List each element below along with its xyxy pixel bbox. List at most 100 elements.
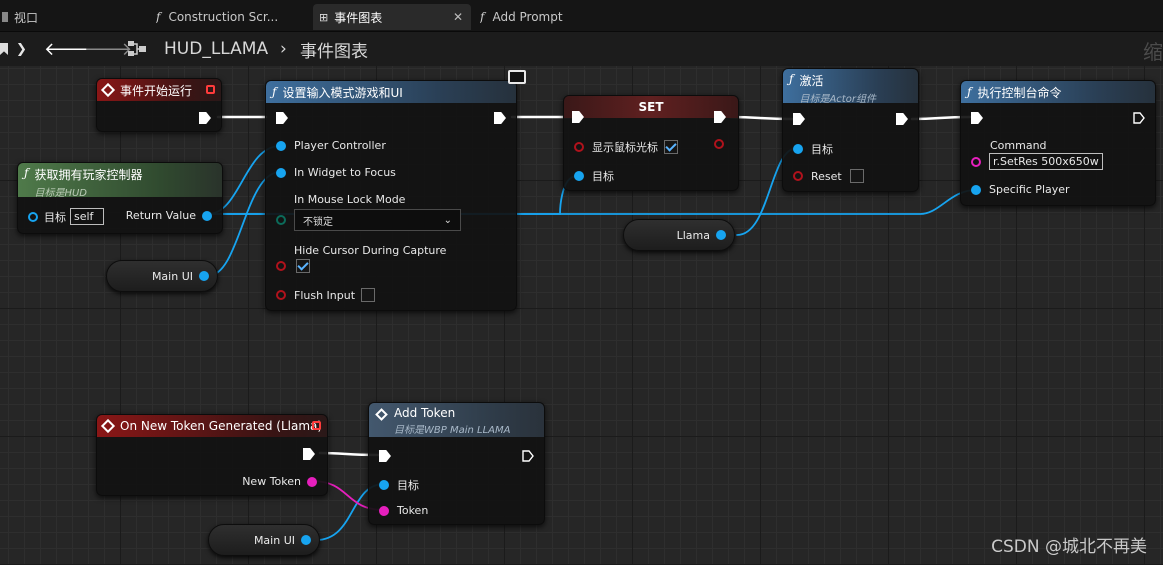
forward-arrow-icon[interactable]: 🡒 — [84, 38, 133, 60]
hide-cursor-label: Hide Cursor During Capture — [294, 244, 447, 257]
node-header: ƒ 执行控制台命令 — [961, 81, 1155, 103]
exec-in-pin[interactable] — [379, 450, 391, 462]
target-self-input[interactable]: self — [70, 208, 104, 225]
breadcrumb-blueprint[interactable]: HUD_LLAMA — [164, 39, 269, 59]
flush-input-pin[interactable]: Flush Input — [276, 288, 376, 302]
in-mouse-lock-mode-pin[interactable]: 不锁定 ⌄ — [276, 209, 461, 231]
function-icon — [375, 408, 388, 421]
back-arrow-icon[interactable]: 🡐 — [44, 38, 93, 60]
function-icon: ƒ — [967, 85, 972, 99]
pin-label: Flush Input — [294, 288, 356, 302]
command-pin[interactable]: r.SetRes 500x650w — [971, 153, 1103, 170]
main-ui-variable-node[interactable]: Main UI — [106, 260, 218, 292]
command-label: Command — [990, 139, 1047, 152]
watermark: CSDN @城北不再美 — [991, 537, 1147, 557]
new-token-pin[interactable]: New Token — [242, 475, 317, 488]
close-icon[interactable]: ✕ — [452, 10, 463, 24]
event-begin-play-node[interactable]: 事件开始运行 — [96, 78, 222, 132]
variable-label: Main UI — [151, 269, 193, 283]
tab-viewport[interactable]: 视口 — [0, 4, 140, 30]
flush-input-checkbox[interactable] — [361, 288, 376, 302]
in-mouse-lock-mode-label: In Mouse Lock Mode — [294, 193, 406, 206]
exec-out-pin[interactable] — [494, 112, 506, 124]
function-icon: ƒ — [272, 85, 277, 99]
node-title: On New Token Generated (Llama) — [120, 419, 323, 433]
show-cursor-checkbox[interactable] — [664, 140, 678, 154]
show-cursor-pin[interactable]: 显示鼠标光标 — [574, 139, 678, 155]
pin-label: 显示鼠标光标 — [592, 141, 658, 154]
bookmark-icon[interactable] — [0, 38, 8, 60]
llama-variable-node[interactable]: Llama — [623, 219, 735, 251]
exec-out-pin[interactable] — [896, 113, 908, 125]
breadcrumb-graph[interactable]: 事件图表 — [300, 41, 368, 62]
tab-construction-script[interactable]: ƒ Construction Scr... — [156, 4, 306, 30]
return-value-pin[interactable]: Return Value — [126, 209, 212, 222]
exec-out-pin[interactable] — [1133, 112, 1145, 124]
mouse-lock-dropdown[interactable]: 不锁定 ⌄ — [294, 209, 461, 231]
node-header: 事件开始运行 — [97, 79, 221, 101]
token-pin[interactable]: Token — [379, 504, 428, 517]
variable-label: Main UI — [253, 533, 295, 547]
variable-output-pin[interactable] — [716, 230, 726, 240]
exec-in-pin[interactable] — [572, 111, 584, 123]
pin-label: New Token — [242, 475, 301, 488]
node-title: 激活 — [799, 74, 824, 88]
node-title: 获取拥有玩家控制器 — [34, 168, 143, 182]
node-subtitle: 目标是HUD — [34, 188, 87, 199]
node-header: ƒ 设置输入模式游戏和UI — [266, 81, 516, 103]
tab-label: Add Prompt — [492, 10, 563, 24]
reset-checkbox[interactable] — [849, 169, 864, 183]
hide-cursor-checkbox[interactable] — [296, 259, 310, 273]
function-icon: ƒ — [156, 10, 161, 24]
exec-out-pin[interactable] — [714, 111, 726, 123]
function-icon: ƒ — [24, 166, 29, 180]
node-header: SET — [564, 96, 738, 118]
delegate-pin-icon[interactable] — [312, 421, 321, 430]
on-new-token-generated-node[interactable]: On New Token Generated (Llama) New Token — [96, 414, 328, 496]
pin-label: Specific Player — [989, 183, 1070, 196]
graph-icon: ⊞ — [319, 10, 329, 24]
exec-out-pin[interactable] — [522, 450, 534, 462]
target-pin[interactable]: 目标 self — [28, 208, 104, 225]
pin-label: 目标 — [811, 143, 833, 156]
set-node[interactable]: SET 显示鼠标光标 目标 — [563, 95, 739, 191]
pin-label: 目标 — [44, 210, 66, 224]
node-header: On New Token Generated (Llama) — [97, 415, 327, 437]
command-input[interactable]: r.SetRes 500x650w — [989, 153, 1103, 170]
player-controller-pin[interactable]: Player Controller — [276, 139, 386, 152]
specific-player-pin[interactable]: Specific Player — [971, 183, 1070, 196]
tab-bar: 视口 ƒ Construction Scr... ⊞ 事件图表 ✕ ƒ Add … — [0, 0, 1163, 32]
reset-pin[interactable]: Reset — [793, 169, 864, 183]
main-ui-variable-node-2[interactable]: Main UI — [208, 524, 320, 556]
exec-in-pin[interactable] — [276, 112, 288, 124]
pin-label: Player Controller — [294, 139, 386, 152]
activate-node[interactable]: ƒ 激活 目标是Actor组件 目标 Reset — [782, 68, 919, 192]
set-input-mode-node[interactable]: ƒ 设置输入模式游戏和UI Player Controller In Widge… — [265, 80, 517, 311]
variable-output-pin[interactable] — [301, 535, 311, 545]
hide-cursor-pin[interactable] — [276, 259, 310, 273]
target-pin[interactable]: 目标 — [793, 141, 833, 157]
tab-add-prompt[interactable]: ƒ Add Prompt — [480, 4, 640, 30]
target-pin[interactable]: 目标 — [574, 168, 614, 184]
monitor-icon — [508, 70, 526, 84]
add-token-node[interactable]: Add Token 目标是WBP Main LLAMA 目标 Token — [368, 402, 545, 525]
target-pin[interactable]: 目标 — [379, 477, 419, 493]
show-cursor-out-pin[interactable] — [714, 139, 724, 149]
chevron-down-icon: ⌄ — [443, 214, 452, 226]
delegate-pin-icon[interactable] — [206, 85, 215, 94]
in-widget-to-focus-pin[interactable]: In Widget to Focus — [276, 166, 396, 179]
tab-label: Construction Scr... — [168, 10, 279, 24]
exec-out-pin[interactable] — [199, 112, 211, 124]
node-subtitle: 目标是WBP Main LLAMA — [394, 425, 511, 436]
chevron-down-icon[interactable]: ❯ — [16, 41, 27, 57]
variable-label: Llama — [676, 228, 710, 242]
execute-console-command-node[interactable]: ƒ 执行控制台命令 Command r.SetRes 500x650w Spec… — [960, 80, 1156, 206]
get-owning-player-controller-node[interactable]: ƒ 获取拥有玩家控制器 目标是HUD 目标 self Return Value — [17, 162, 223, 234]
node-header: ƒ 激活 目标是Actor组件 — [783, 69, 918, 105]
tab-event-graph[interactable]: ⊞ 事件图表 ✕ — [313, 4, 471, 30]
variable-output-pin[interactable] — [199, 271, 209, 281]
function-icon: ƒ — [789, 72, 794, 86]
exec-out-pin[interactable] — [303, 448, 315, 460]
exec-in-pin[interactable] — [971, 112, 983, 124]
exec-in-pin[interactable] — [793, 113, 805, 125]
